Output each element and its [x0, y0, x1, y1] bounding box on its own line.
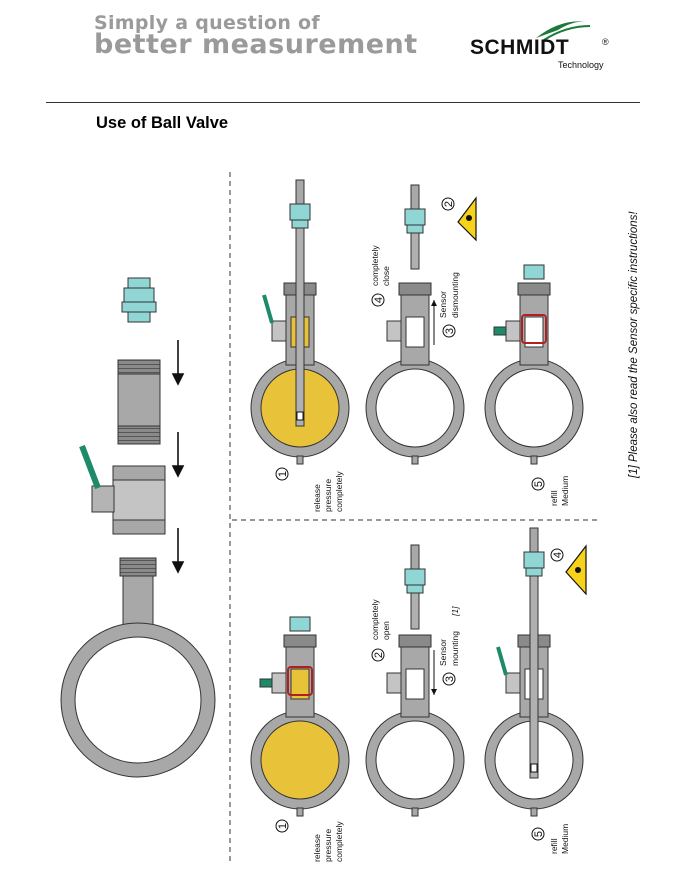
step-2-marker-bottom: [371, 648, 385, 662]
label-medium-bottom: Medium: [560, 824, 570, 854]
step-5-number-top: 5: [533, 481, 545, 487]
station-top-3: [484, 264, 584, 465]
nipple-icon: [117, 359, 161, 445]
ball-valve-icon: [79, 444, 166, 535]
header-rule: [46, 102, 640, 103]
logo-brand: SCHMIDT: [470, 36, 570, 59]
label-pressure: pressure: [323, 479, 333, 512]
label-dismounting: dismounting: [450, 272, 460, 318]
station-bottom-3: [484, 527, 584, 817]
step-1-marker-bottom: [275, 819, 289, 833]
step-1-number: 1: [277, 471, 289, 477]
label-completely: completely: [334, 471, 344, 512]
top-row-labels: 1 release pressure completely completely…: [275, 197, 570, 512]
label-medium-top: Medium: [560, 476, 570, 506]
side-note: [1] Please also read the Sensor specific…: [628, 211, 640, 479]
label-release-bottom: release: [312, 834, 322, 862]
step-2-number-bottom: 2: [373, 652, 385, 658]
step-1-number-bottom: 1: [277, 823, 289, 829]
step-3-number-top: 3: [444, 328, 456, 334]
step-2-number-top: 2: [443, 201, 455, 207]
tagline: Simply a question of better measurement: [94, 12, 418, 60]
exploded-assembly: [60, 277, 216, 778]
sensor-move-arrow: [431, 650, 437, 695]
tagline-line-2: better measurement: [94, 29, 418, 60]
label-sensor-bottom: Sensor: [438, 639, 448, 666]
label-refill-top: refill: [549, 490, 559, 506]
label-completely-open: completely: [370, 599, 380, 640]
label-completely-close-1: completely: [370, 245, 380, 286]
step-4-marker-bottom: [550, 548, 564, 562]
pipe-socket-icon: [60, 557, 216, 778]
logo-registered: ®: [602, 37, 609, 47]
step-3-marker-top: [442, 324, 456, 338]
step-4-number-top: 4: [373, 297, 385, 303]
warning-icon: [565, 544, 587, 596]
station-top-2: [365, 184, 465, 465]
step-3-marker-bottom: [442, 672, 456, 686]
label-sensor-top: Sensor: [438, 291, 448, 318]
assembly-arrows: [171, 340, 185, 574]
label-mounting: mounting: [450, 631, 460, 666]
label-release: release: [312, 484, 322, 512]
label-close: close: [381, 266, 391, 286]
step-4-marker-top: [371, 293, 385, 307]
step-1-marker: [275, 467, 289, 481]
logo-subtitle: Technology: [558, 60, 604, 70]
step-3-number-bottom: 3: [444, 676, 456, 682]
schmidt-logo: SCHMIDT ® Technology: [466, 16, 616, 76]
step-2-marker-top: [441, 197, 455, 211]
step-5-marker-top: [531, 477, 545, 491]
sensor-move-arrow: [431, 300, 437, 345]
step-4-number-bottom: 4: [552, 552, 564, 558]
label-pressure-bottom: pressure: [323, 829, 333, 862]
step-5-number-bottom: 5: [533, 831, 545, 837]
label-refill-bottom: refill: [549, 838, 559, 854]
tagline-line-1: Simply a question of: [94, 12, 320, 34]
page-title: Use of Ball Valve: [96, 114, 229, 132]
station-top-1: [250, 179, 350, 465]
sensor-fitting-icon: [121, 277, 157, 323]
step-5-marker-bottom: [531, 827, 545, 841]
label-completely-bottom: completely: [334, 821, 344, 862]
logo-swoosh-icon: [536, 21, 591, 41]
station-bottom-1: [250, 616, 350, 817]
warning-icon: [457, 196, 477, 242]
bottom-row-labels: 1 release pressure completely completely…: [275, 548, 570, 862]
station-bottom-2: [365, 544, 465, 817]
label-open: open: [381, 621, 391, 640]
label-ref-1: [1]: [450, 606, 460, 617]
